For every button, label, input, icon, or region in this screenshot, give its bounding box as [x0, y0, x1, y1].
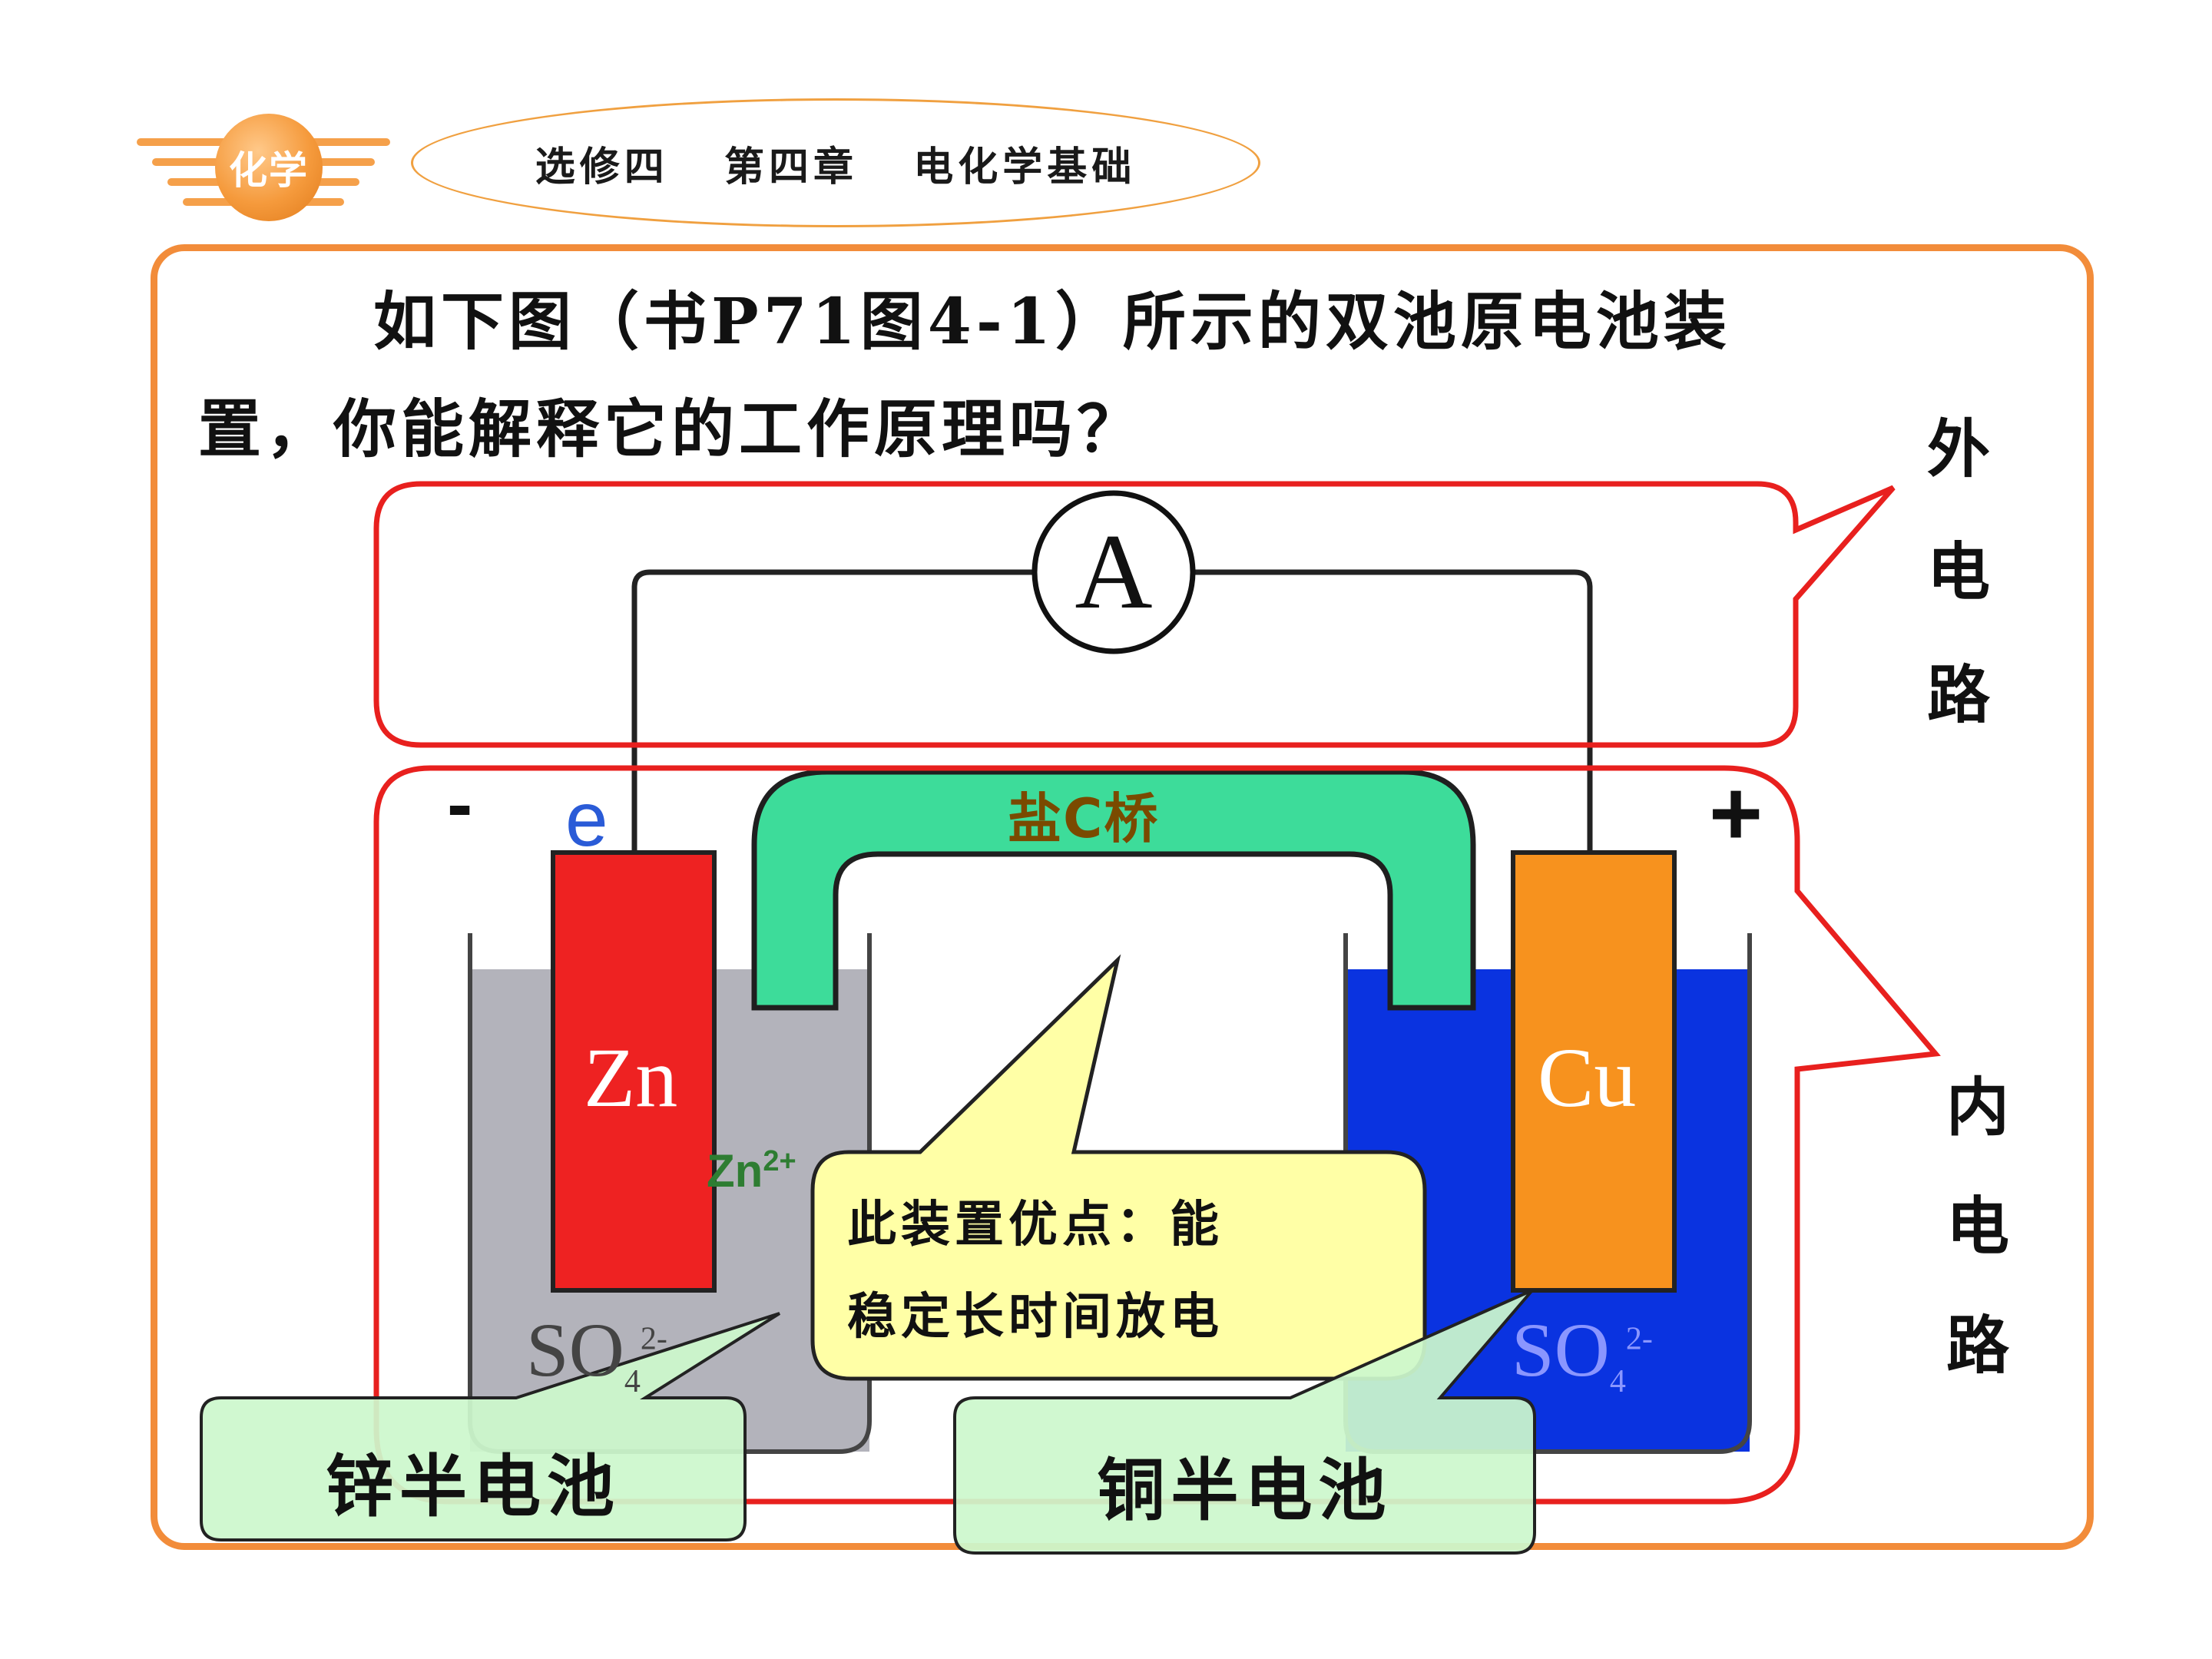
right-sulfate-charge: 2- [1625, 1321, 1653, 1357]
external-circuit-char: 外 [1926, 412, 1990, 486]
ammeter-label: A [1075, 512, 1153, 631]
chapter-title-banner: 选修四 第四章 电化学基础 [411, 98, 1260, 227]
external-wire [631, 569, 1593, 853]
zinc-half-cell-bubble [200, 1312, 781, 1541]
right-sulfate-label: SO4 2- [1512, 1306, 1653, 1400]
salt-bridge [751, 769, 1476, 1011]
zinc-electrode [551, 850, 717, 1293]
left-sulfate-charge: 2- [640, 1321, 667, 1357]
external-circuit-label: 外 电 路 [1901, 388, 2016, 757]
salt-bridge-label: 盐C桥 [1008, 787, 1160, 850]
internal-circuit-char: 路 [1945, 1309, 2009, 1382]
ammeter-icon [1031, 490, 1196, 654]
internal-circuit-char: 内 [1945, 1071, 2009, 1144]
electron-label: e [565, 777, 608, 863]
copper-electrode-label: Cu [1538, 1031, 1637, 1124]
question-line-2: 置，你能解释它的工作原理吗？ [198, 392, 1145, 466]
external-circuit-callout [373, 481, 1896, 748]
logo-text: 化学 [229, 147, 309, 193]
chemistry-logo: 化学 [215, 114, 323, 221]
copper-electrode [1511, 850, 1677, 1293]
right-sulfate-subscript: 4 [1609, 1364, 1626, 1399]
zinc-ion-charge: 2+ [763, 1145, 796, 1177]
external-circuit-char: 电 [1926, 535, 1990, 609]
advantage-line-2: 稳定长时间放电 [847, 1288, 1224, 1346]
right-sulfate-symbol: SO [1512, 1307, 1610, 1392]
copper-half-cell-label: 铜半电池 [1097, 1450, 1392, 1530]
positive-terminal-sign: + [1709, 762, 1763, 865]
left-sulfate-subscript: 4 [624, 1364, 641, 1399]
question-line-1: 如下图（书P71图4-1）所示的双池原电池装 [373, 285, 1731, 359]
zinc-half-cell-label: 锌半电池 [325, 1446, 621, 1526]
internal-circuit-char: 电 [1945, 1190, 2009, 1263]
zinc-ion-symbol: Zn [707, 1145, 763, 1197]
zinc-electrode-label: Zn [584, 1031, 678, 1124]
zinc-ion-label: Zn2+ [707, 1144, 796, 1197]
advantage-line-1: 此装置优点：能 [847, 1196, 1224, 1253]
copper-half-cell-bubble [953, 1289, 1536, 1555]
chapter-title: 选修四 第四章 电化学基础 [535, 143, 1137, 190]
advantage-text: 此装置优点：能 稳定长时间放电 [847, 1179, 1416, 1363]
left-sulfate-symbol: SO [526, 1307, 624, 1392]
internal-circuit-label: 内 电 路 [1920, 1048, 2035, 1406]
external-circuit-char: 路 [1926, 658, 1990, 732]
negative-terminal-sign: - [447, 761, 473, 847]
internal-circuit-callout [373, 765, 1941, 1505]
left-sulfate-label: SO4 2- [526, 1306, 667, 1400]
